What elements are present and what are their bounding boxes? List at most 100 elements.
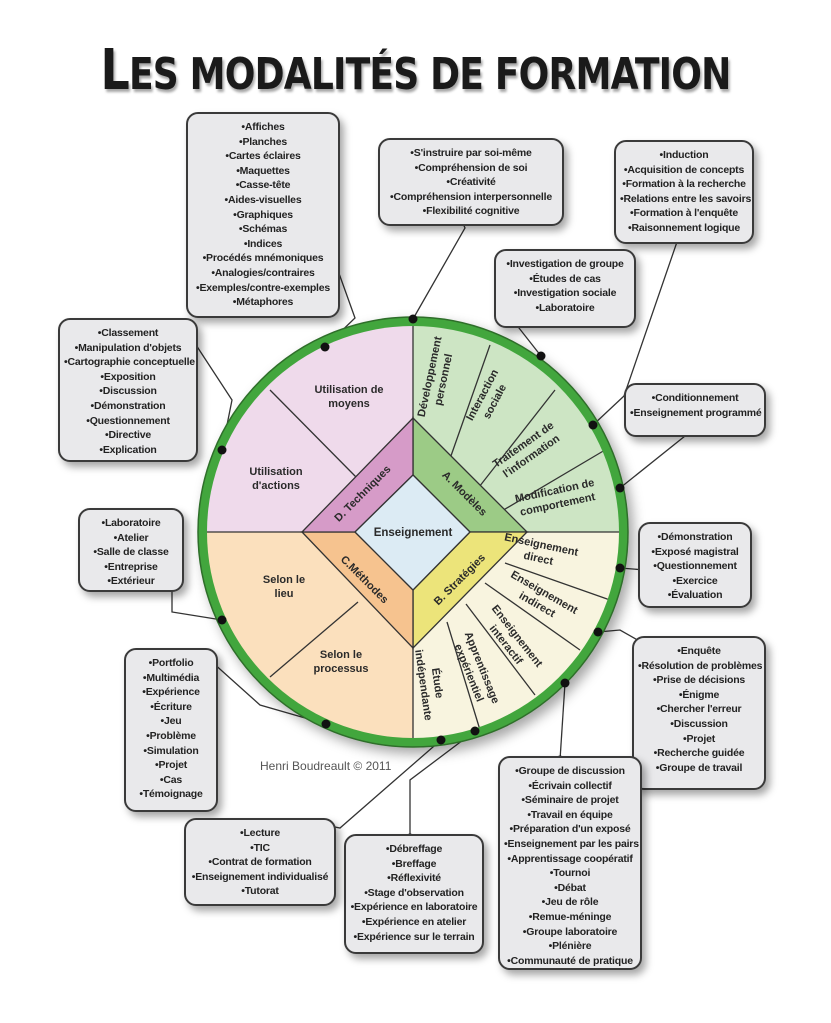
list-item: Flexibilité cognitive bbox=[384, 204, 558, 219]
list-item: Jeu de rôle bbox=[504, 895, 636, 910]
list-item: Affiches bbox=[192, 120, 334, 135]
box-etude-independante: LectureTICContrat de formationEnseigneme… bbox=[184, 818, 336, 906]
anchor-dot-icon bbox=[593, 627, 603, 637]
list-item: Travail en équipe bbox=[504, 808, 636, 823]
box-lieu: LaboratoireAtelierSalle de classeEntrepr… bbox=[78, 508, 184, 592]
box-enseignement-interactif: Groupe de discussionÉcrivain collectifSé… bbox=[498, 756, 642, 970]
list-item: Témoignage bbox=[130, 787, 212, 802]
list-item: Exposé magistral bbox=[644, 545, 746, 560]
list-item: Enseignement programmé bbox=[630, 406, 761, 421]
list-item: Expérience en atelier bbox=[350, 915, 478, 930]
list-item: Questionnement bbox=[644, 559, 746, 574]
list-item: Cas bbox=[130, 773, 212, 788]
list-item: Cartes éclaires bbox=[192, 149, 334, 164]
box-modification-comportement: ConditionnementEnseignement programmé bbox=[624, 383, 766, 437]
sector-utilisation-actions: Utilisation d'actions bbox=[249, 466, 302, 492]
list-item: Compréhension de soi bbox=[384, 161, 558, 176]
sector-label-line: Utilisation de bbox=[314, 384, 383, 396]
list-item: Préparation d'un exposé bbox=[504, 822, 636, 837]
list-item: Classement bbox=[64, 326, 192, 341]
list-item: Aides-visuelles bbox=[192, 193, 334, 208]
list-item: Investigation sociale bbox=[500, 286, 630, 301]
list-item: Lecture bbox=[190, 826, 330, 841]
list-item: Indices bbox=[192, 237, 334, 252]
anchor-dot-icon bbox=[217, 445, 227, 455]
list-item: Induction bbox=[620, 148, 748, 163]
list-item: Exercice bbox=[644, 574, 746, 589]
list-item: Études de cas bbox=[500, 272, 630, 287]
list-item: Casse-tête bbox=[192, 178, 334, 193]
anchor-dot-icon bbox=[408, 314, 418, 324]
box-processus: PortfolioMultimédiaExpérienceÉcritureJeu… bbox=[124, 648, 218, 812]
box-traitement-information: InductionAcquisition de conceptsFormatio… bbox=[614, 140, 754, 244]
list-item: Salle de classe bbox=[84, 545, 178, 560]
list-item: Chercher l'erreur bbox=[638, 702, 760, 717]
list-item: Réflexivité bbox=[350, 871, 478, 886]
box-moyens: AffichesPlanchesCartes éclairesMaquettes… bbox=[186, 112, 340, 318]
list-item: Raisonnement logique bbox=[620, 221, 748, 236]
list-item: Formation à la recherche bbox=[620, 177, 748, 192]
list-item: Résolution de problèmes bbox=[638, 659, 762, 674]
list-item: Discussion bbox=[638, 717, 760, 732]
list-item: Jeu bbox=[130, 714, 212, 729]
list-item: Laboratoire bbox=[500, 301, 630, 316]
list-item: TIC bbox=[190, 841, 330, 856]
anchor-dot-icon bbox=[320, 342, 330, 352]
sector-label-line: Étude bbox=[429, 667, 446, 699]
anchor-dot-icon bbox=[470, 726, 480, 736]
list-item: Analogies/contraires bbox=[192, 266, 334, 281]
box-enseignement-indirect: EnquêteRésolution de problèmesPrise de d… bbox=[632, 636, 766, 790]
list-item: Tournoi bbox=[504, 866, 636, 881]
list-item: Schémas bbox=[192, 222, 334, 237]
list-item: Groupe de discussion bbox=[504, 764, 636, 779]
list-item: Débreffage bbox=[350, 842, 478, 857]
list-item: Multimédia bbox=[130, 671, 212, 686]
list-item: Formation à l'enquête bbox=[620, 206, 748, 221]
list-item: Relations entre les savoirs bbox=[620, 192, 751, 207]
sector-label-line: processus bbox=[313, 663, 368, 675]
list-item: Communauté de pratique bbox=[504, 954, 636, 969]
list-item: Prise de décisions bbox=[638, 673, 760, 688]
list-item: Laboratoire bbox=[84, 516, 178, 531]
anchor-dot-icon bbox=[615, 563, 625, 573]
anchor-dot-icon bbox=[560, 678, 570, 688]
anchor-dot-icon bbox=[217, 615, 227, 625]
title-rest: ES MODALITÉS DE FORMATION bbox=[128, 49, 731, 100]
anchor-dot-icon bbox=[436, 735, 446, 745]
list-item: Exposition bbox=[64, 370, 192, 385]
list-item: Séminaire de projet bbox=[504, 793, 636, 808]
list-item: Simulation bbox=[130, 744, 212, 759]
list-item: Manipulation d'objets bbox=[64, 341, 192, 356]
list-item: Acquisition de concepts bbox=[620, 163, 748, 178]
connector-line bbox=[619, 431, 691, 489]
list-item: Tutorat bbox=[190, 884, 330, 899]
list-item: Directive bbox=[64, 428, 192, 443]
list-item: Énigme bbox=[638, 688, 760, 703]
title-initial: L bbox=[100, 38, 130, 103]
list-item: Stage d'observation bbox=[350, 886, 478, 901]
list-item: Évaluation bbox=[644, 588, 746, 603]
sector-label-line: Selon le bbox=[320, 649, 362, 661]
list-item: Groupe de travail bbox=[638, 761, 760, 776]
list-item: Enseignement individualisé bbox=[190, 870, 330, 885]
sector-selon-processus: Selon le processus bbox=[313, 649, 368, 675]
list-item: Problème bbox=[130, 729, 212, 744]
list-item: Portfolio bbox=[130, 656, 212, 671]
anchor-dot-icon bbox=[588, 420, 598, 430]
center-label: Enseignement bbox=[374, 527, 453, 539]
list-item: Démonstration bbox=[64, 399, 192, 414]
list-item: Planches bbox=[192, 135, 334, 150]
sector-label-line: Utilisation bbox=[249, 466, 302, 478]
list-item: Remue-méninge bbox=[504, 910, 636, 925]
connector-line bbox=[409, 730, 476, 838]
list-item: Apprentissage coopératif bbox=[504, 852, 636, 867]
sector-label-line: d'actions bbox=[252, 480, 300, 492]
list-item: Débat bbox=[504, 881, 636, 896]
list-item: Plénière bbox=[504, 939, 636, 954]
list-item: Cartographie conceptuelle bbox=[64, 355, 195, 370]
list-item: Explication bbox=[64, 443, 192, 458]
list-item: Expérience bbox=[130, 685, 212, 700]
